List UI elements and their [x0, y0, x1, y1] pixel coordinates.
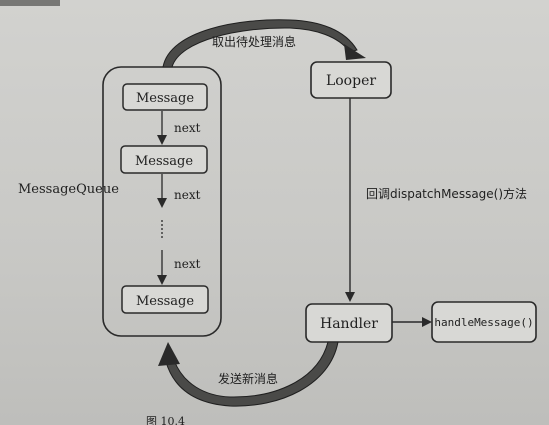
looper-box: Looper — [310, 61, 392, 99]
send-message-label: 发送新消息 — [218, 371, 278, 386]
take-message-curve — [162, 19, 366, 68]
message-label-1: Message — [136, 91, 194, 106]
handler-box: Handler — [305, 303, 393, 343]
next-label-1: next — [174, 121, 201, 135]
message-box-2: Message — [120, 145, 208, 174]
message-box-1: Message — [122, 83, 208, 111]
send-message-curve — [158, 341, 339, 407]
handle-message-box: handleMessage() — [431, 301, 537, 343]
message-box-3: Message — [121, 285, 209, 314]
handle-message-label: handleMessage() — [434, 316, 533, 329]
handler-label: Handler — [320, 316, 378, 332]
message-queue-label: MessageQueue — [18, 182, 119, 197]
next-label-3: next — [174, 257, 201, 271]
cropped-text-top — [0, 0, 60, 6]
figure-caption-fragment: 图 10.4 — [146, 415, 185, 425]
dispatch-label: 回调dispatchMessage()方法 — [366, 186, 527, 201]
take-message-label: 取出待处理消息 — [212, 34, 296, 49]
next-label-2: next — [174, 188, 201, 202]
message-label-2: Message — [135, 154, 193, 169]
message-queue-container — [102, 66, 222, 337]
message-label-3: Message — [136, 294, 194, 309]
looper-label: Looper — [326, 73, 376, 89]
